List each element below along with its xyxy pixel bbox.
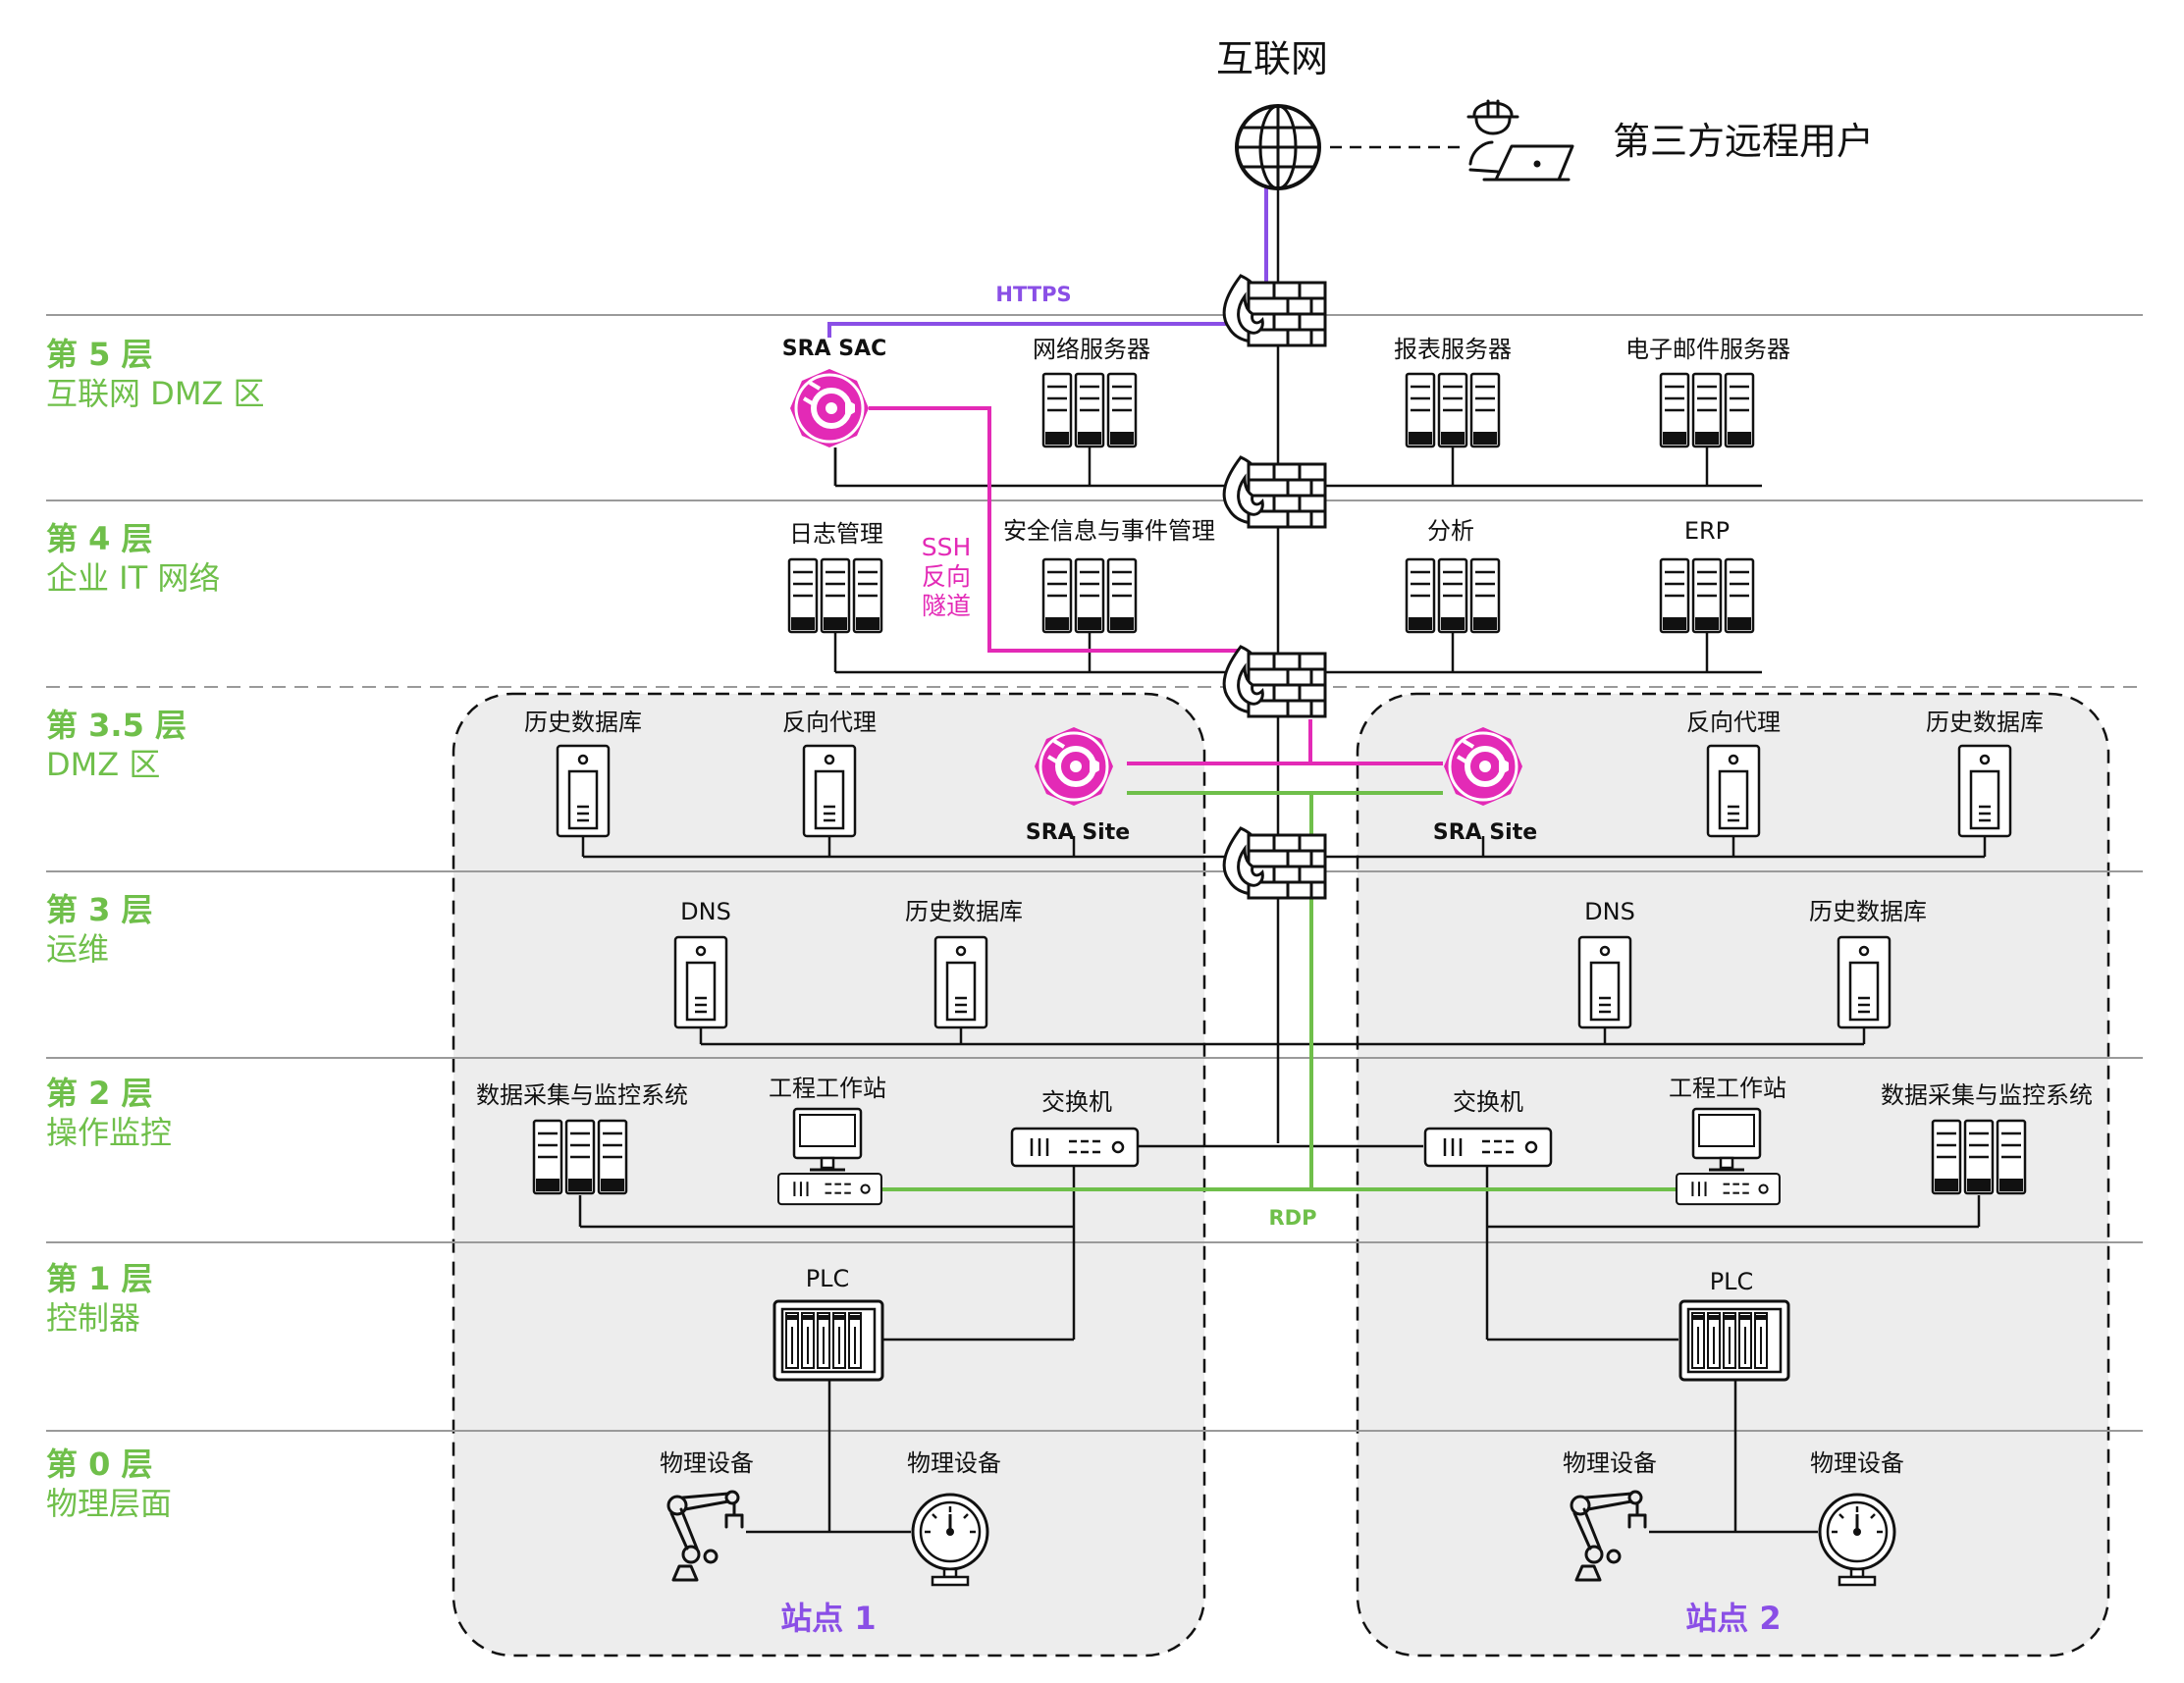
erp-label: ERP xyxy=(1684,517,1730,545)
layer-1-num: 第 1 层 xyxy=(46,1260,153,1297)
rdp-label: RDP xyxy=(1269,1206,1317,1230)
ssh-label-line-1: SSH xyxy=(922,533,972,561)
siem-label: 安全信息与事件管理 xyxy=(1003,517,1215,545)
site-1-device-b-label: 物理设备 xyxy=(907,1449,1001,1477)
site-1-label: 站点 1 xyxy=(780,1600,876,1637)
site-1-historian-ops-label: 历史数据库 xyxy=(905,898,1023,925)
site-2-dns-label: DNS xyxy=(1584,898,1635,925)
layer-dividers xyxy=(46,314,2143,1432)
layer-1-name: 控制器 xyxy=(46,1299,140,1337)
site-2-historian-dmz-icon xyxy=(1957,744,2012,838)
remote-user-label: 第三方远程用户 xyxy=(1613,120,1874,163)
site-1-scada-server-icon xyxy=(531,1118,629,1196)
firewall-icon xyxy=(1222,274,1327,347)
analytics-label: 分析 xyxy=(1427,517,1474,545)
site-2-historian-ops-label: 历史数据库 xyxy=(1809,898,1927,925)
site-1-historian-dmz-label: 历史数据库 xyxy=(524,709,642,736)
layer-labels: 第 5 层 互联网 DMZ 区 第 4 层 企业 IT 网络 第 3.5 层 D… xyxy=(46,336,265,1522)
layer-5-num: 第 5 层 xyxy=(46,336,153,373)
site-2-reverse-proxy-icon xyxy=(1706,744,1761,838)
sra-sac-icon xyxy=(790,369,869,447)
site-2-switch-label: 交换机 xyxy=(1453,1088,1523,1116)
report-server-label: 报表服务器 xyxy=(1394,336,1512,363)
erp-server-icon xyxy=(1658,556,1756,635)
siem-server-icon xyxy=(1040,556,1139,635)
site-1-switch-label: 交换机 xyxy=(1041,1088,1112,1116)
site-2-historian-ops-icon xyxy=(1837,935,1891,1029)
site-2-plc-icon xyxy=(1678,1299,1790,1382)
web-server-icon xyxy=(1040,371,1139,449)
site-2-dns-icon xyxy=(1577,935,1632,1029)
layer-2-num: 第 2 层 xyxy=(46,1075,153,1112)
site-1-reverse-proxy-icon xyxy=(802,744,857,838)
layer-0-num: 第 0 层 xyxy=(46,1446,153,1483)
site-1-plc-icon xyxy=(772,1299,884,1382)
layer-3-name: 运维 xyxy=(46,930,109,968)
ssh-label-line-3: 隧道 xyxy=(922,592,971,620)
layer-4-num: 第 4 层 xyxy=(46,520,153,557)
site-2-sra-site-icon xyxy=(1444,727,1522,806)
site-1-historian-dmz-icon xyxy=(556,744,611,838)
layer-4-name: 企业 IT 网络 xyxy=(46,559,220,597)
analytics-server-icon xyxy=(1404,556,1502,635)
report-server-icon xyxy=(1404,371,1502,449)
site-1-workstation-unit-icon xyxy=(776,1172,882,1206)
firewall-icon xyxy=(1222,645,1327,718)
site-1-scada-label: 数据采集与监控系统 xyxy=(476,1081,688,1109)
site-1-dns-label: DNS xyxy=(680,898,731,925)
layer-5-name: 互联网 DMZ 区 xyxy=(46,375,265,412)
remote-user-icon xyxy=(1466,99,1574,182)
internet-label: 互联网 xyxy=(1216,37,1328,80)
https-label: HTTPS xyxy=(995,283,1071,306)
site-2-device-a-label: 物理设备 xyxy=(1563,1449,1657,1477)
mail-server-icon xyxy=(1658,371,1756,449)
site-1-sra-site-label: SRA Site xyxy=(1026,820,1130,845)
site-1-sra-site-icon xyxy=(1035,727,1113,806)
layer-2-name: 操作监控 xyxy=(46,1114,172,1151)
site-2-workstation-label: 工程工作站 xyxy=(1669,1075,1786,1102)
log-management-label: 日志管理 xyxy=(789,520,883,548)
network-links xyxy=(578,186,1987,1534)
site-1-historian-ops-icon xyxy=(933,935,988,1029)
sra-sac-label: SRA SAC xyxy=(782,337,887,361)
site-2-label: 站点 2 xyxy=(1685,1600,1781,1637)
site-1-switch-icon xyxy=(1010,1127,1140,1168)
layer-3-5-name: DMZ 区 xyxy=(46,746,160,783)
site-2-plc-label: PLC xyxy=(1710,1268,1754,1295)
ssh-tunnel-link xyxy=(869,406,1443,765)
layer-3-5-num: 第 3.5 层 xyxy=(46,707,186,744)
site-2-sra-site-label: SRA Site xyxy=(1433,820,1537,845)
site-2-scada-label: 数据采集与监控系统 xyxy=(1881,1081,2093,1109)
site-2-historian-dmz-label: 历史数据库 xyxy=(1926,709,2044,736)
site-2-switch-icon xyxy=(1423,1127,1553,1168)
site-1-device-a-label: 物理设备 xyxy=(660,1449,754,1477)
layer-3-num: 第 3 层 xyxy=(46,891,153,928)
site-1-dns-icon xyxy=(673,935,728,1029)
site-2-device-b-label: 物理设备 xyxy=(1810,1449,1904,1477)
firewall-icon xyxy=(1222,455,1327,529)
site-1-reverse-proxy-label: 反向代理 xyxy=(782,709,877,736)
site-2-scada-server-icon xyxy=(1930,1118,2028,1196)
mail-server-label: 电子邮件服务器 xyxy=(1625,336,1790,363)
globe-icon xyxy=(1235,104,1321,190)
site-2-reverse-proxy-label: 反向代理 xyxy=(1686,709,1781,736)
site-2-workstation-unit-icon xyxy=(1675,1172,1781,1206)
firewall-icon xyxy=(1222,826,1327,900)
web-server-label: 网络服务器 xyxy=(1033,336,1150,363)
layer-0-name: 物理层面 xyxy=(46,1485,172,1522)
site-1-plc-label: PLC xyxy=(806,1265,850,1292)
log-management-server-icon xyxy=(786,556,884,635)
ssh-label-line-2: 反向 xyxy=(922,562,971,591)
site-1-workstation-label: 工程工作站 xyxy=(769,1075,886,1102)
